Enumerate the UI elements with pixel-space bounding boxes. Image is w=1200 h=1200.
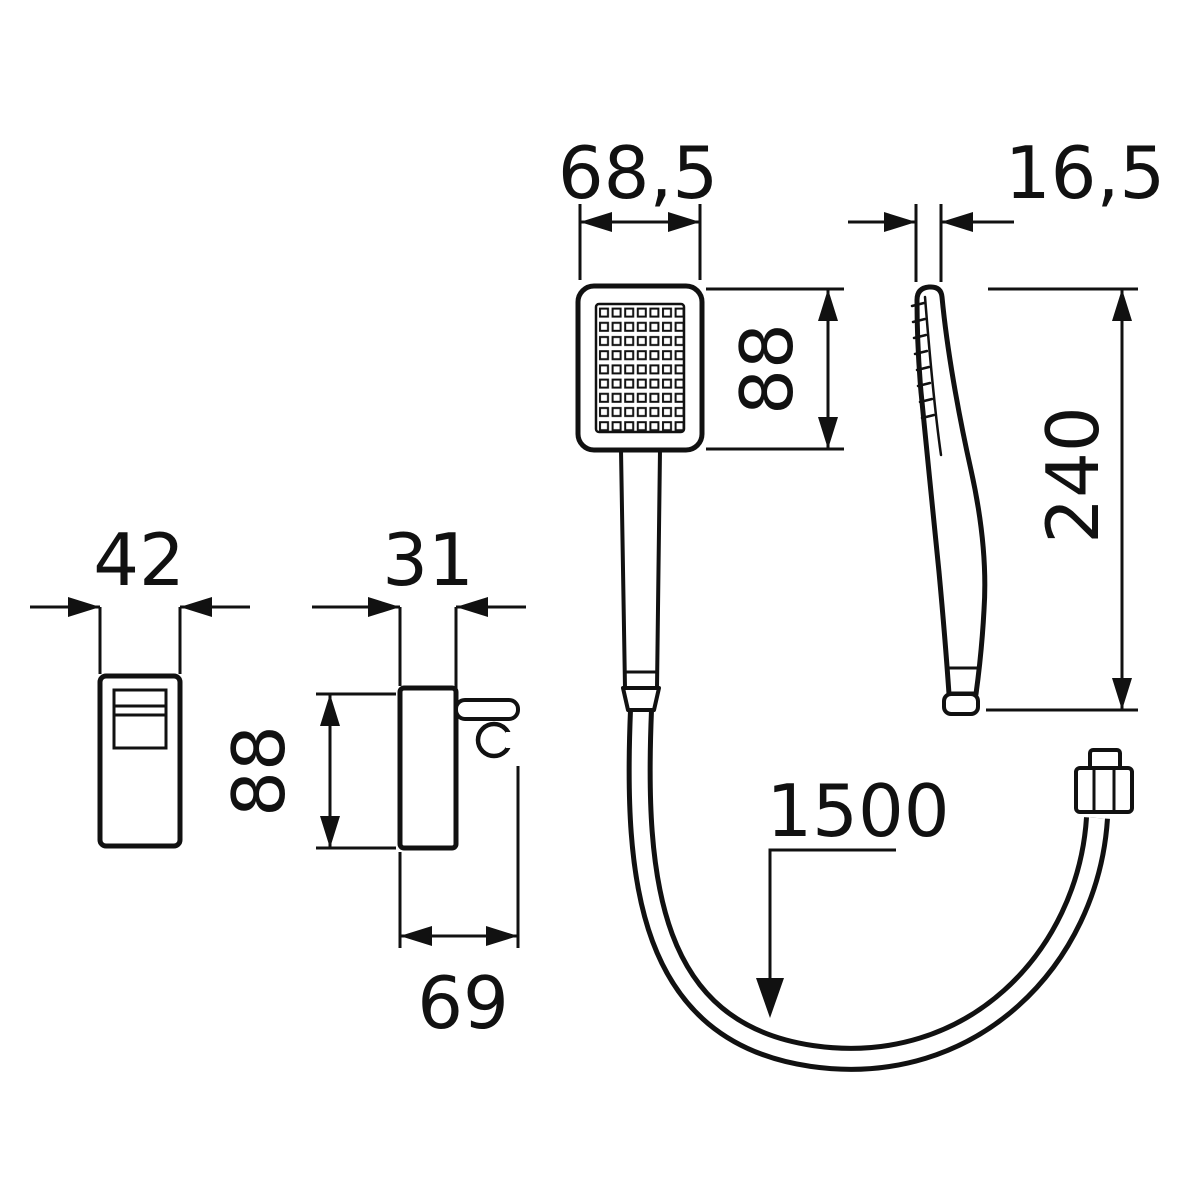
arrowhead-up <box>1112 289 1132 321</box>
arrowhead-down <box>320 816 340 848</box>
arrowhead-right <box>884 212 916 232</box>
arrowhead-down <box>1112 678 1132 710</box>
dimension-head-width: 68,5 <box>558 131 718 280</box>
arrowhead-right <box>368 597 400 617</box>
dim-label-holder-depth: 69 <box>417 961 509 1045</box>
arrowhead-up <box>818 289 838 321</box>
dim-label-head-depth: 16,5 <box>1005 131 1165 215</box>
dim-label-hose-length: 1500 <box>766 769 949 853</box>
wand-profile <box>914 284 988 697</box>
dimension-head-depth: 16,5 <box>848 131 1165 282</box>
dim-label-wand-length: 240 <box>1031 406 1115 543</box>
shower-head-side-view <box>910 284 988 716</box>
holder-body-front <box>97 673 183 849</box>
arrowhead-right <box>68 597 100 617</box>
dim-label-holder-height: 88 <box>217 725 301 817</box>
arrowhead-left <box>400 926 432 946</box>
holder-body-side <box>397 685 459 851</box>
holder-clip-ring <box>475 721 513 759</box>
dimension-holder-depth: 69 <box>398 766 520 1045</box>
arrowhead-right <box>486 926 518 946</box>
handle-cone-fitting <box>621 686 661 712</box>
arrowhead-left <box>941 212 973 232</box>
dimension-head-height: 88 <box>706 287 844 451</box>
spray-face-ridges <box>910 301 936 420</box>
arrowhead-down <box>756 978 784 1018</box>
fitting-nut <box>1074 766 1134 814</box>
arrowhead-up <box>320 694 340 726</box>
holder-clip-opening <box>506 732 522 748</box>
arrowhead-left <box>180 597 212 617</box>
arrowhead-right <box>668 212 700 232</box>
dimension-hose-length: 1500 <box>756 769 950 1018</box>
handle-front <box>619 448 662 690</box>
wall-holder-side-view <box>397 685 522 851</box>
dim-label-holder-side-width: 31 <box>382 518 474 602</box>
dimension-holder-width: 42 <box>30 518 250 674</box>
arrowhead-left <box>456 597 488 617</box>
shower-hose <box>626 709 1110 1072</box>
dim-label-head-height: 88 <box>725 323 809 415</box>
dimension-wand-length: 240 <box>986 287 1138 712</box>
dim-label-head-width: 68,5 <box>558 131 718 215</box>
spray-face-nozzle-grid <box>594 302 686 434</box>
hose-inner-wall <box>631 709 1105 1067</box>
holder-slot <box>112 688 168 750</box>
arrowhead-down <box>818 417 838 449</box>
face-plate-edge-line <box>923 295 943 457</box>
dimension-holder-height: 88 <box>217 692 396 850</box>
arrowhead-left <box>580 212 612 232</box>
leader-line <box>768 848 896 982</box>
wall-holder-front-view <box>97 673 183 849</box>
hose-fitting <box>1074 748 1134 814</box>
shower-head-front-view <box>575 283 705 712</box>
wand-bottom-fitting <box>942 692 980 716</box>
dim-label-holder-width: 42 <box>93 518 185 602</box>
dimension-holder-side-width: 31 <box>312 518 526 696</box>
holder-cradle-arm <box>454 698 520 721</box>
